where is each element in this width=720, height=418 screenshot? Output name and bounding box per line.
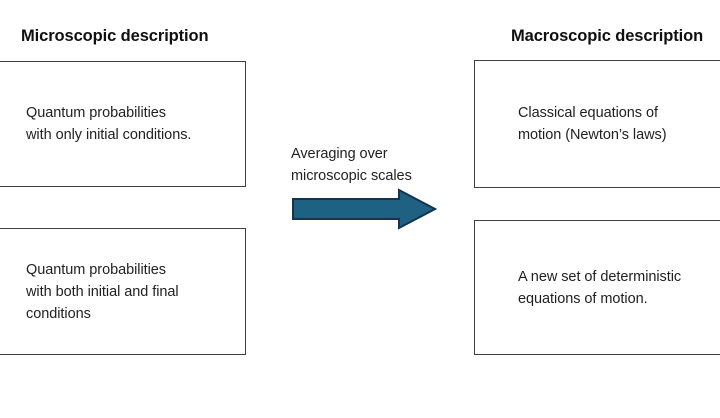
box-microscopic-initial-conditions: Quantum probabilities with only initial … [0, 61, 246, 187]
box-macroscopic-classical-equations: Classical equations of motion (Newton’s … [474, 60, 720, 188]
page-title-macroscopic: Macroscopic description [511, 27, 704, 45]
box-microscopic-both-conditions-text: Quantum probabilities with both initial … [26, 261, 179, 322]
box-macroscopic-new-deterministic-equations: A new set of deterministic equations of … [474, 220, 720, 355]
box-microscopic-initial-conditions-text: Quantum probabilities with only initial … [26, 105, 192, 143]
right-arrow-icon [292, 188, 437, 230]
box-macroscopic-new-deterministic-equations-text: A new set of deterministic equations of … [518, 268, 682, 307]
box-macroscopic-classical-equations-text: Classical equations of motion (Newton’s … [518, 105, 667, 143]
page-title-microscopic: Microscopic description [21, 27, 209, 45]
connector-label-averaging: Averaging over microscopic scales [291, 146, 412, 184]
box-microscopic-both-conditions: Quantum probabilities with both initial … [0, 228, 246, 355]
